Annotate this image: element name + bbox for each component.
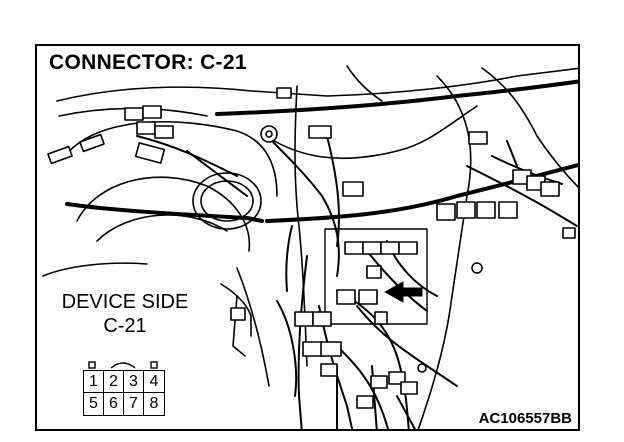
pin-2: 2 bbox=[104, 371, 124, 393]
device-side-text: DEVICE SIDE bbox=[61, 291, 189, 313]
device-side-label: DEVICE SIDE C-21 bbox=[45, 290, 205, 338]
grommets bbox=[260, 125, 483, 373]
reference-code: AC106557BB bbox=[476, 410, 574, 427]
connector-blocks bbox=[47, 87, 576, 409]
pin-1: 1 bbox=[84, 371, 104, 393]
dashboard-outline bbox=[42, 65, 578, 429]
connector-title: CONNECTOR: C-21 bbox=[47, 50, 251, 76]
pin-6: 6 bbox=[104, 393, 124, 415]
connector-lock-tabs bbox=[88, 361, 158, 369]
pin-grid: 1 2 3 4 5 6 7 8 bbox=[83, 370, 165, 416]
pin-4: 4 bbox=[144, 371, 164, 393]
diagram-frame: CONNECTOR: C-21 DEVICE SIDE C-21 1 2 3 4… bbox=[35, 44, 580, 431]
device-connector-id: C-21 bbox=[103, 315, 147, 337]
pin-7: 7 bbox=[124, 393, 144, 415]
secondary-wiring bbox=[136, 135, 578, 429]
pin-8: 8 bbox=[149, 395, 159, 412]
connector-pin-face: 1 2 3 4 5 6 7 8 bbox=[71, 361, 171, 422]
dashboard-wiring-illustration bbox=[42, 65, 578, 429]
pointer-arrow bbox=[384, 281, 423, 303]
pin-3: 3 bbox=[124, 371, 144, 393]
pin-5: 5 bbox=[84, 393, 104, 415]
